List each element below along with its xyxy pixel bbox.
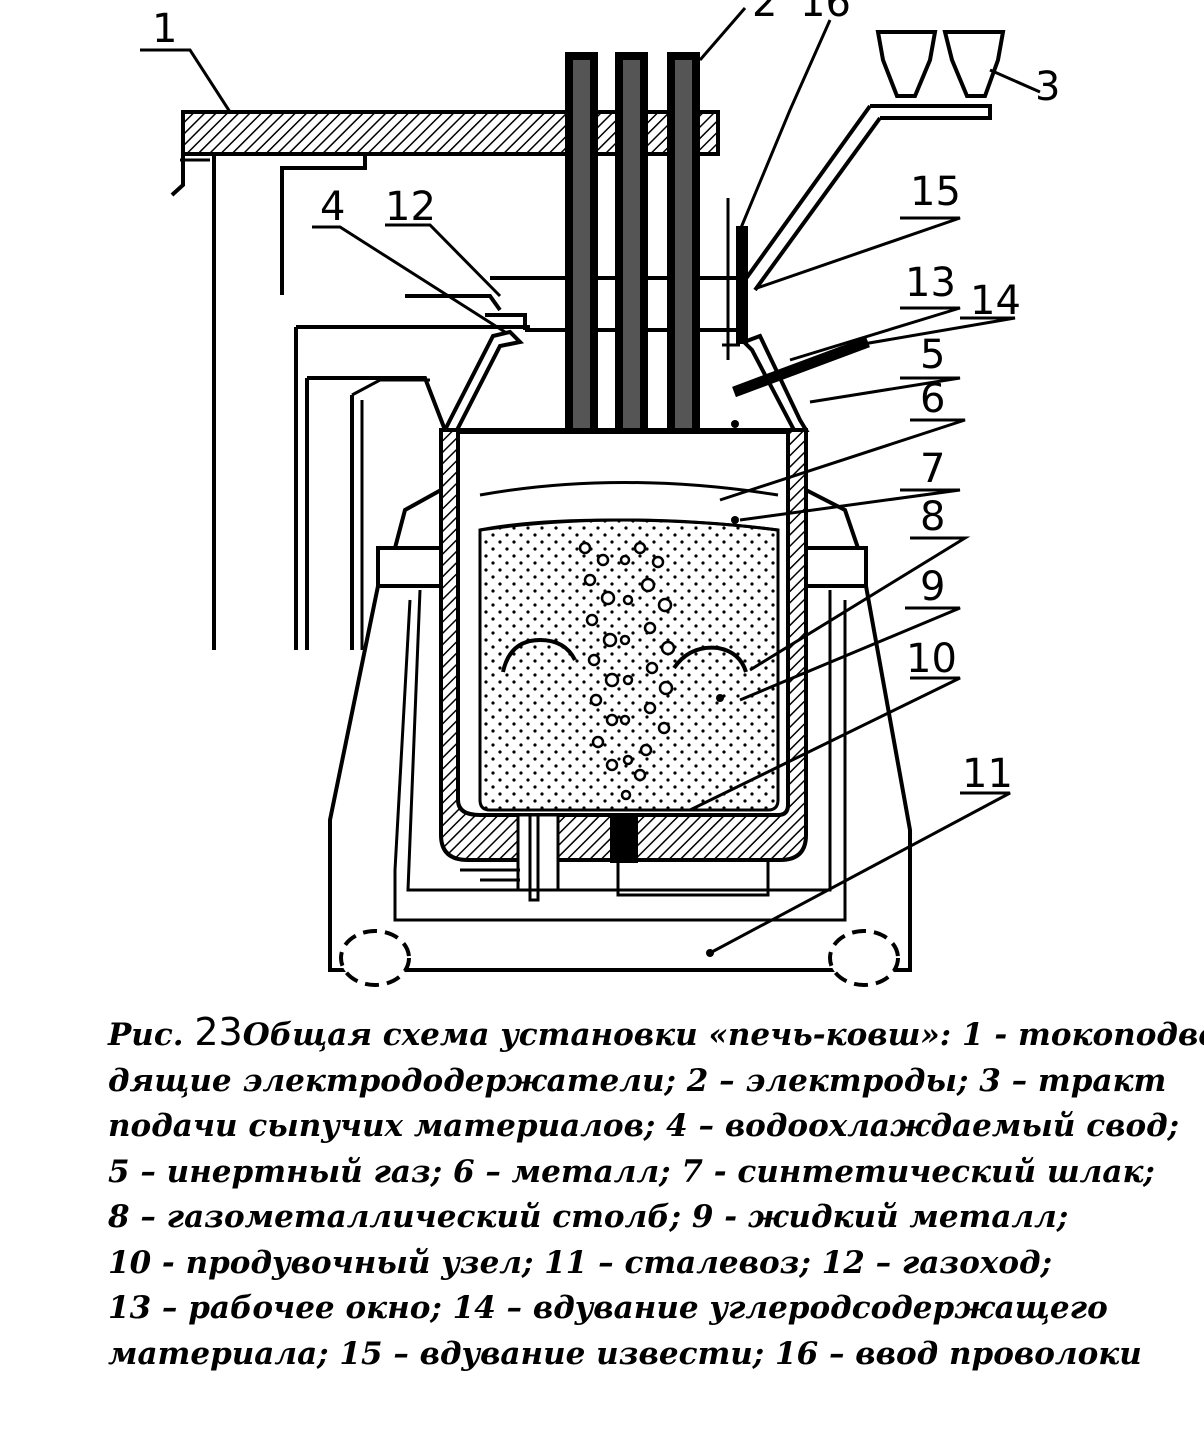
label-3: 3 xyxy=(1035,64,1060,110)
caption-line-1: Рис. 23Общая схема установки «печь-ковш»… xyxy=(108,1010,1204,1059)
caption-line-3: подачи сыпучих материалов; 4 – водоохлаж… xyxy=(108,1108,1180,1144)
caption-prefix: Рис. xyxy=(108,1017,184,1053)
caption-line-7: 13 – рабочее окно; 14 – вдувание углерод… xyxy=(108,1290,1108,1326)
label-4: 4 xyxy=(320,184,345,230)
label-15: 15 xyxy=(910,169,961,215)
label-13: 13 xyxy=(905,260,956,306)
label-1: 1 xyxy=(152,6,177,52)
label-7: 7 xyxy=(920,446,945,492)
ladle-furnace-diagram: 1 2 16 3 15 13 14 5 6 7 8 9 10 11 4 12 xyxy=(140,0,1060,987)
leader-lines xyxy=(140,7,1041,955)
label-5: 5 xyxy=(920,332,945,378)
label-6: 6 xyxy=(920,376,945,422)
caption-line-2: дящие электрододержатели; 2 – электроды;… xyxy=(108,1062,1167,1099)
label-8: 8 xyxy=(920,494,945,540)
label-10: 10 xyxy=(906,636,957,682)
electrodes xyxy=(552,52,702,529)
label-12: 12 xyxy=(385,184,436,230)
callout-labels: 1 2 16 3 15 13 14 5 6 7 8 9 10 11 4 12 xyxy=(152,0,1060,797)
figure-number: 23 xyxy=(194,1010,243,1054)
label-2: 2 xyxy=(752,0,777,26)
carbon-injection-lance xyxy=(732,336,870,398)
caption-line-6: 10 - продувочный узел; 11 – сталевоз; 12… xyxy=(108,1244,1053,1281)
caption-line-5: 8 – газометаллический столб; 9 - жидкий … xyxy=(108,1199,1069,1235)
bulk-material-hoppers xyxy=(743,30,1006,292)
wire-feed xyxy=(722,198,748,360)
caption-line-4: 5 – инертный газ; 6 – металл; 7 - синтет… xyxy=(108,1153,1155,1190)
ladle xyxy=(439,428,808,902)
support-column xyxy=(294,325,530,650)
label-14: 14 xyxy=(970,278,1021,324)
marker-dots xyxy=(706,420,739,957)
label-9: 9 xyxy=(920,564,945,610)
label-11: 11 xyxy=(962,751,1013,797)
caption-text-1: Общая схема установки «печь-ковш»: 1 - т… xyxy=(242,1017,1204,1053)
gas-metal-column xyxy=(578,541,676,801)
figure-caption: Рис. 23Общая схема установки «печь-ковш»… xyxy=(108,1010,1204,1377)
label-16: 16 xyxy=(800,0,851,26)
caption-line-8: материала; 15 – вдувание извести; 16 – в… xyxy=(108,1335,1142,1372)
